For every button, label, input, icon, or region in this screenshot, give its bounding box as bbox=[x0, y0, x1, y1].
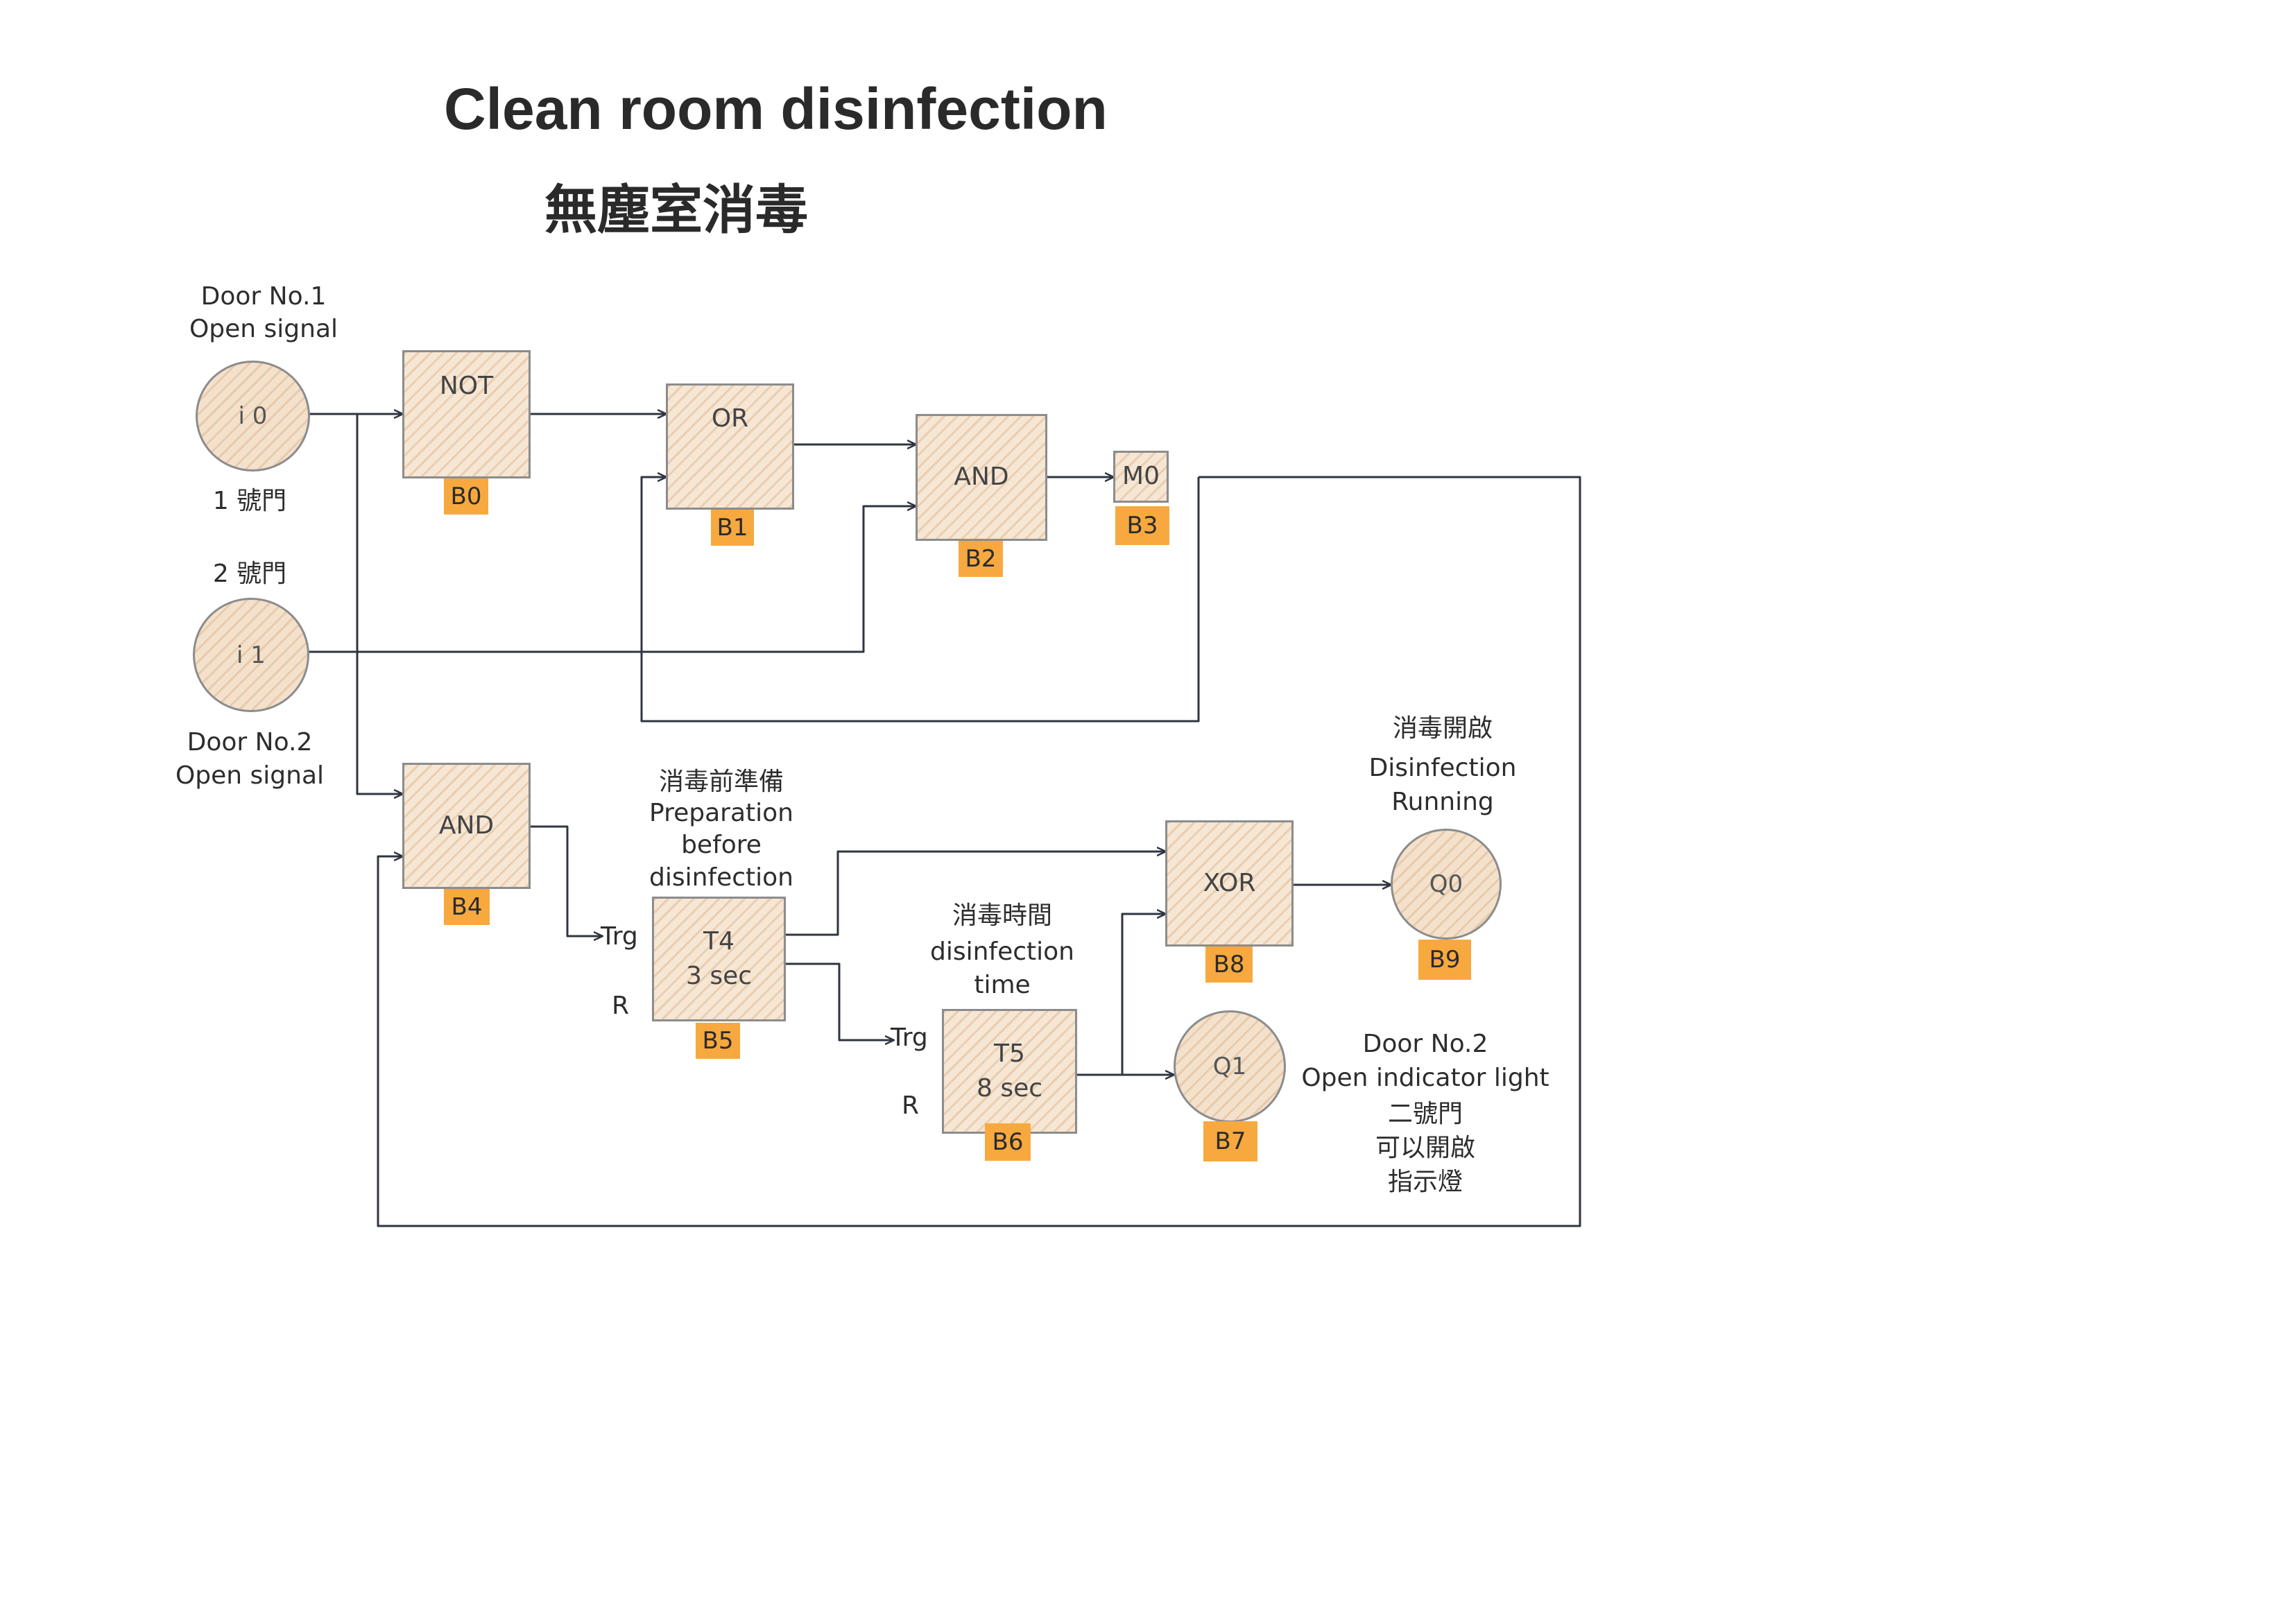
run-line1: Disinfection bbox=[1368, 754, 1517, 782]
block-or-label: OR bbox=[711, 404, 749, 433]
input-i1-label: i 1 bbox=[237, 641, 266, 669]
run-line2: Running bbox=[1391, 788, 1494, 816]
block-timer-t4: T4 3 sec bbox=[652, 897, 786, 1021]
wire-i1-and-b2 bbox=[309, 506, 916, 653]
block-m0-label: M0 bbox=[1122, 462, 1160, 491]
i0-desc-line1: Door No.1 bbox=[200, 282, 327, 311]
prep-line1: Preparation bbox=[649, 799, 793, 827]
i1-desc-line2: Open signal bbox=[175, 761, 325, 790]
i0-cn: 1 號門 bbox=[212, 487, 287, 515]
i1-desc-line1: Door No.2 bbox=[187, 728, 313, 757]
block-or: OR bbox=[666, 383, 794, 510]
wire-t5-xor bbox=[1121, 914, 1165, 1075]
prep-line3: disinfection bbox=[649, 863, 793, 892]
block-not: NOT bbox=[402, 350, 531, 478]
prep-line2: before bbox=[681, 831, 762, 859]
tag-b8: B8 bbox=[1205, 947, 1253, 983]
t4-line2: 3 sec bbox=[685, 962, 753, 990]
tag-b1: B1 bbox=[711, 510, 754, 546]
time-cn: 消毒時間 bbox=[952, 901, 1052, 930]
block-and-b4-label: AND bbox=[438, 811, 495, 840]
light-cn2: 可以開啟 bbox=[1375, 1134, 1475, 1162]
output-q1-label: Q1 bbox=[1212, 1053, 1247, 1080]
t4-r: R bbox=[612, 992, 630, 1020]
light-line1: Door No.2 bbox=[1362, 1030, 1488, 1058]
page-title: Clean room disinfection bbox=[444, 76, 1108, 141]
t5-line2: 8 sec bbox=[976, 1074, 1043, 1103]
t4-trg: Trg bbox=[601, 922, 638, 951]
block-and-b2-label: AND bbox=[954, 463, 1009, 492]
i1-cn: 2 號門 bbox=[212, 560, 287, 588]
block-xor-label: XOR bbox=[1203, 868, 1256, 897]
time-line1: disinfection bbox=[929, 938, 1074, 966]
block-not-label: NOT bbox=[439, 372, 494, 401]
block-xor: XOR bbox=[1165, 820, 1294, 947]
block-and-b4: AND bbox=[402, 763, 531, 889]
i0-desc-line2: Open signal bbox=[189, 315, 338, 343]
tag-b2: B2 bbox=[959, 541, 1003, 577]
tag-b3: B3 bbox=[1115, 506, 1169, 545]
output-q0: Q0 bbox=[1391, 829, 1502, 940]
prep-cn: 消毒前準備 bbox=[658, 768, 784, 796]
t5-r: R bbox=[902, 1091, 920, 1120]
input-i0: i 0 bbox=[196, 361, 310, 472]
tag-b5: B5 bbox=[696, 1023, 740, 1059]
page-subtitle: 無塵室消毒 bbox=[544, 179, 808, 241]
output-q1: Q1 bbox=[1174, 1010, 1286, 1123]
tag-b0: B0 bbox=[444, 478, 488, 515]
block-and-b2: AND bbox=[916, 414, 1047, 541]
tag-b9: B9 bbox=[1418, 940, 1471, 980]
output-q0-label: Q0 bbox=[1429, 870, 1463, 898]
tag-b6: B6 bbox=[985, 1123, 1031, 1161]
input-i0-label: i 0 bbox=[238, 402, 268, 430]
t5-trg: Trg bbox=[891, 1023, 928, 1052]
wire-m0-or-feedback bbox=[640, 477, 1200, 723]
tag-b4: B4 bbox=[444, 889, 490, 925]
t4-line1: T4 bbox=[703, 926, 735, 956]
run-cn: 消毒開啟 bbox=[1392, 714, 1493, 743]
wire-i0-and-b4 bbox=[309, 413, 402, 794]
wire-t4-xor bbox=[786, 852, 1165, 936]
input-i1: i 1 bbox=[193, 598, 309, 712]
tag-b7: B7 bbox=[1203, 1121, 1257, 1161]
light-line2: Open indicator light bbox=[1301, 1064, 1549, 1092]
wire-and-b4-t4 bbox=[531, 825, 602, 936]
light-cn3: 指示燈 bbox=[1387, 1168, 1463, 1196]
block-timer-t5: T5 8 sec bbox=[942, 1009, 1077, 1134]
block-m0: M0 bbox=[1113, 451, 1169, 503]
time-line2: time bbox=[974, 971, 1031, 999]
wire-m0-and-b4-loop bbox=[377, 476, 1581, 1227]
t5-line1: T5 bbox=[994, 1039, 1025, 1068]
light-cn1: 二號門 bbox=[1387, 1100, 1463, 1128]
wire-t4-t5 bbox=[786, 962, 893, 1040]
